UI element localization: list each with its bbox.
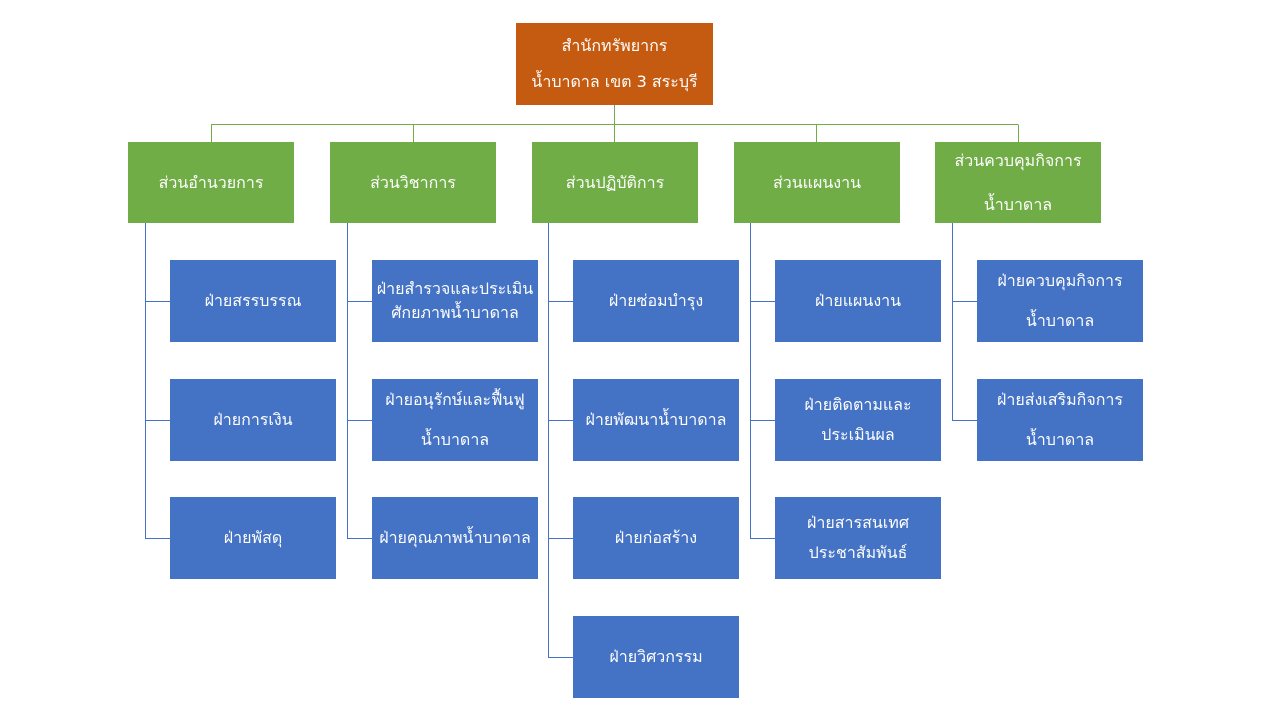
department-box-administration: ส่วนอำนวยการ — [128, 142, 294, 223]
department-box-operations: ส่วนปฏิบัติการ — [532, 142, 698, 223]
unit-box: ฝ่ายแผนงาน — [775, 260, 941, 342]
unit-box: ฝ่ายการเงิน — [170, 379, 336, 461]
department-box-academic: ส่วนวิชาการ — [330, 142, 496, 223]
unit-box: ฝ่ายซ่อมบำรุง — [573, 260, 739, 342]
unit-box: ฝ่ายก่อสร้าง — [573, 497, 739, 579]
unit-box: ฝ่ายอนุรักษ์และฟื้นฟู น้ำบาดาล — [372, 379, 538, 461]
unit-box: ฝ่ายคุณภาพน้ำบาดาล — [372, 497, 538, 579]
unit-box: ฝ่ายส่งเสริมกิจการ น้ำบาดาล — [977, 379, 1143, 461]
unit-box: ฝ่ายสำรวจและประเมิน ศักยภาพน้ำบาดาล — [372, 260, 538, 342]
unit-box: ฝ่ายสารสนเทศ ประชาสัมพันธ์ — [775, 497, 941, 579]
unit-box: ฝ่ายสรรบรรณ — [170, 260, 336, 342]
unit-box: ฝ่ายติดตามและ ประเมินผล — [775, 379, 941, 461]
department-box-control: ส่วนควบคุมกิจการ น้ำบาดาล — [935, 142, 1101, 223]
root-office-box: สำนักทรัพยากร น้ำบาดาล เขต 3 สระบุรี — [516, 23, 713, 105]
unit-box: ฝ่ายพัฒนาน้ำบาดาล — [573, 379, 739, 461]
unit-box: ฝ่ายพัสดุ — [170, 497, 336, 579]
department-box-planning: ส่วนแผนงาน — [734, 142, 900, 223]
unit-box: ฝ่ายควบคุมกิจการ น้ำบาดาล — [977, 260, 1143, 342]
unit-box: ฝ่ายวิศวกรรม — [573, 616, 739, 698]
